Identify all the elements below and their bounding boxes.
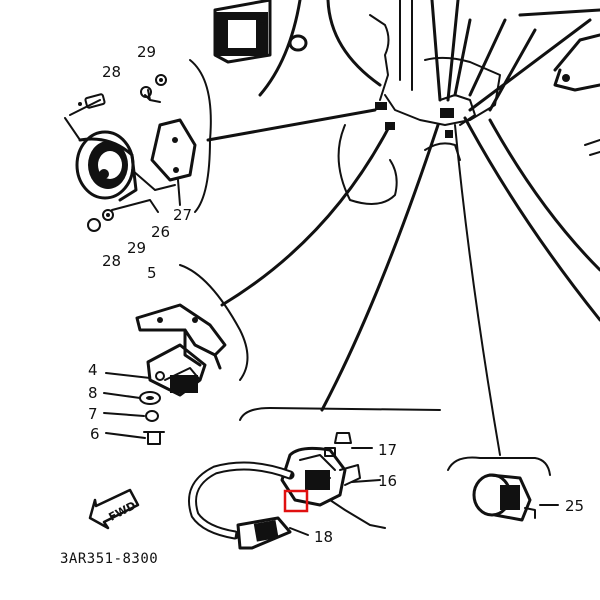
- callout-16: 16: [378, 472, 397, 490]
- highlight-box: [283, 489, 309, 513]
- callout-labels: 29 28 27 26 29 28 5 4 8 7 6 17 16 18 25: [88, 43, 584, 546]
- callout-6: 6: [90, 425, 100, 443]
- callout-29-bottom: 29: [127, 239, 146, 257]
- part-code: 3AR351-8300: [60, 551, 158, 567]
- top-assembly: [213, 0, 600, 205]
- callout-28-bottom: 28: [102, 252, 121, 270]
- callout-29-top: 29: [137, 43, 156, 61]
- leader-lines: [206, 108, 600, 456]
- sensor-assembly: [447, 456, 559, 522]
- callout-8: 8: [88, 384, 98, 402]
- switch-assembly: [188, 407, 441, 550]
- callout-28-top: 28: [102, 63, 121, 81]
- fwd-label: FWD: [107, 499, 139, 524]
- callout-4: 4: [88, 361, 98, 379]
- callout-17: 17: [378, 441, 397, 459]
- callout-27: 27: [173, 206, 192, 224]
- callout-26: 26: [151, 223, 170, 241]
- callout-5: 5: [147, 264, 157, 282]
- callout-7: 7: [88, 405, 98, 423]
- forward-arrow-icon: FWD: [88, 488, 140, 530]
- callout-25: 25: [565, 497, 584, 515]
- horn-assembly: [64, 59, 212, 232]
- callout-18: 18: [314, 528, 333, 546]
- relay-assembly: [103, 264, 249, 445]
